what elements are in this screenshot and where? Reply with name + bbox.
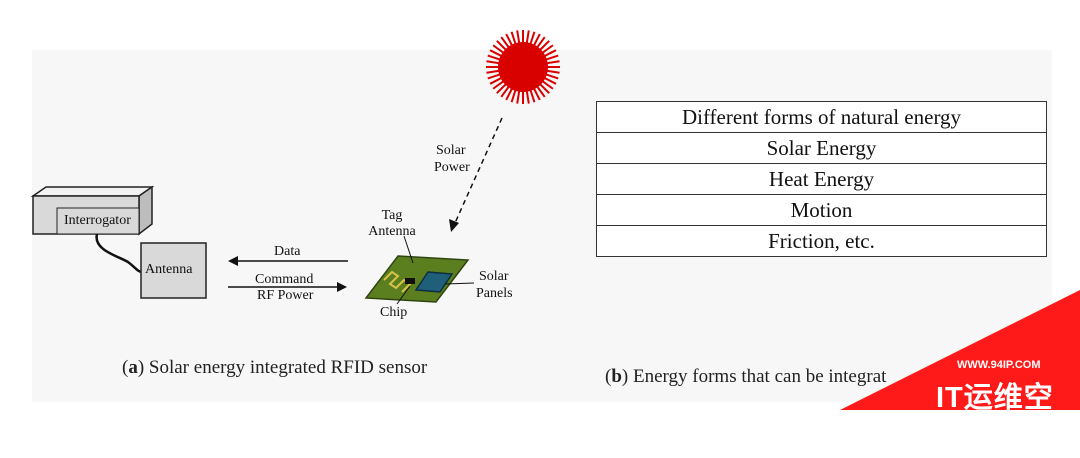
caption-a-text: Solar energy integrated RFID sensor [148, 357, 428, 378]
sun-disc [498, 42, 548, 92]
sun-ray [489, 49, 503, 58]
sun-ray [516, 30, 521, 45]
power-label: Power [434, 160, 470, 175]
sun-ray [543, 49, 557, 58]
caption-a: (a) Solar energy integrated RFID sensor [122, 357, 428, 378]
rfid-diagram [30, 30, 560, 305]
solar-power-arrow [454, 117, 503, 224]
sun-ray [529, 31, 536, 46]
interrogator-box [30, 185, 155, 236]
sun-ray [486, 60, 501, 65]
antenna-cable [95, 233, 143, 274]
solar-panels-label-2: Panels [476, 286, 513, 301]
rfid-tag [364, 255, 470, 303]
sun-ray [532, 33, 541, 47]
sun-ray [544, 73, 559, 80]
table-row: Motion [596, 194, 1047, 226]
sun-ray [545, 60, 560, 65]
sun-ray [492, 44, 505, 55]
sun-ray [541, 79, 554, 90]
sun-ray [541, 44, 554, 55]
solar-panels-label-1: Solar [479, 269, 509, 284]
sun-ray [487, 73, 502, 80]
table-header: Different forms of natural energy [596, 101, 1047, 133]
data-label: Data [274, 244, 301, 259]
sun-ray [486, 69, 501, 74]
table-row: Friction, etc. [596, 225, 1047, 257]
sun-ray [500, 36, 511, 49]
rf-power-label: RF Power [257, 288, 314, 303]
sun-ray [500, 85, 511, 98]
sun-ray [538, 82, 550, 94]
sun-ray [545, 69, 560, 74]
command-label: Command [255, 272, 314, 287]
sun-ray [525, 30, 530, 45]
sun-ray [538, 40, 550, 52]
sun-ray [529, 88, 536, 103]
watermark-name: IT运维空间 [936, 382, 1054, 456]
energy-forms-table: Different forms of natural energy Solar … [596, 101, 1047, 257]
interrogator-label: Interrogator [64, 213, 131, 228]
tag-label: Tag [381, 208, 403, 223]
chip-label: Chip [380, 305, 408, 320]
sun-ray [505, 87, 514, 101]
sun-ray [544, 54, 559, 61]
sun-ray [532, 87, 541, 101]
sun-ray [543, 76, 557, 85]
watermark-url: WWW.94IP.COM [957, 359, 1041, 371]
sun-icon [486, 30, 560, 104]
tag-antenna-label: Antenna [368, 224, 416, 239]
caption-b-text: Energy forms that can be integrat [632, 366, 887, 387]
sun-ray [516, 89, 521, 104]
sun-ray [496, 40, 508, 52]
caption-b-letter: b [611, 366, 622, 387]
watermark-banner [840, 290, 1080, 410]
sun-ray [496, 82, 508, 94]
sun-ray [525, 89, 530, 104]
antenna-label: Antenna [145, 262, 193, 277]
solar-label: Solar [436, 143, 466, 158]
sun-ray [535, 85, 546, 98]
sun-ray [505, 33, 514, 47]
sun-ray [489, 76, 503, 85]
sun-ray [510, 88, 517, 103]
sun-ray [487, 54, 502, 61]
caption-b: (b) Energy forms that can be integrat [605, 366, 887, 387]
sun-ray [492, 79, 505, 90]
table-row: Heat Energy [596, 163, 1047, 195]
sun-ray [535, 36, 546, 49]
table-row: Solar Energy [596, 132, 1047, 164]
caption-a-letter: a [128, 357, 138, 378]
sun-ray [510, 31, 517, 46]
antenna-box [140, 242, 207, 299]
